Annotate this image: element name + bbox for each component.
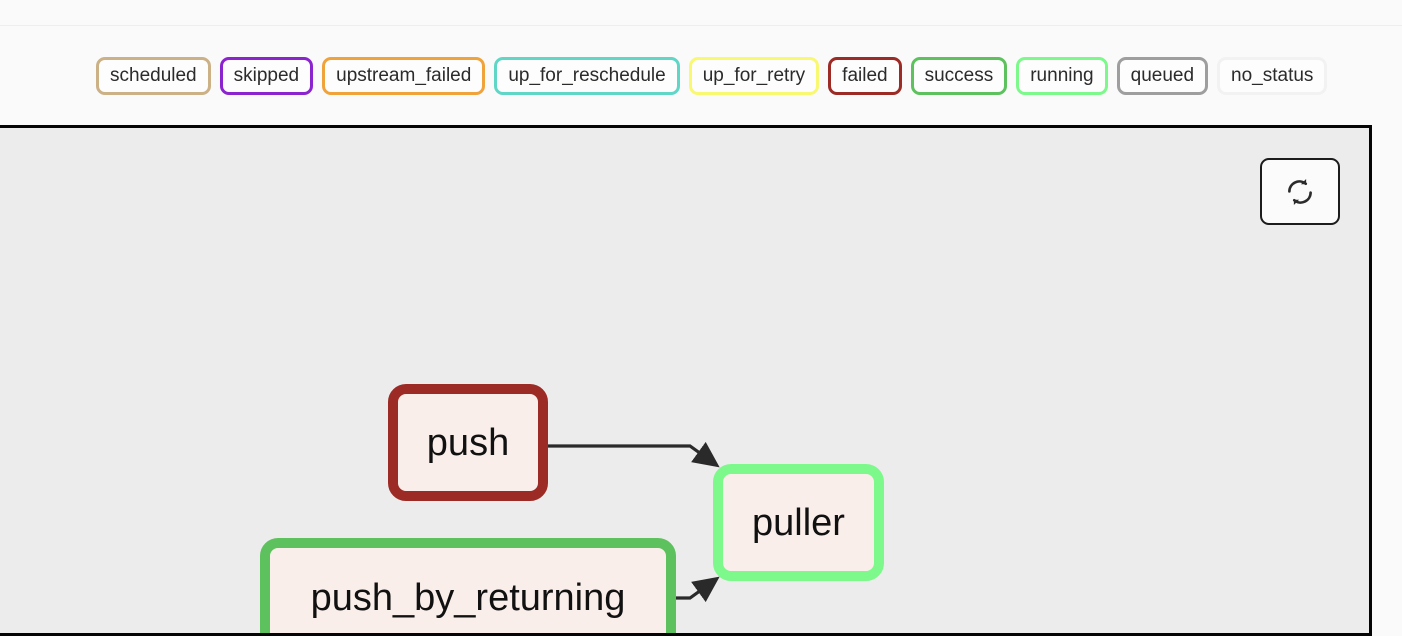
legend-pill-label: up_for_reschedule — [508, 65, 666, 86]
legend-pill-label: up_for_retry — [702, 65, 806, 86]
legend-pill-success[interactable]: success — [910, 56, 1008, 95]
legend-pill-running[interactable]: running — [1016, 56, 1108, 95]
legend-pill-label: skipped — [233, 65, 300, 86]
legend-pill-failed[interactable]: failed — [828, 56, 902, 95]
legend-pill-label: queued — [1130, 65, 1195, 86]
header-divider — [0, 25, 1402, 26]
dag-graph-canvas[interactable]: push puller push_by_returning — [0, 125, 1372, 636]
legend-pill-label: running — [1030, 65, 1094, 86]
legend-pill-up-for-retry[interactable]: up_for_retry — [688, 56, 820, 95]
edge-push-by-returning-to-puller — [676, 576, 720, 603]
legend-pill-queued[interactable]: queued — [1116, 56, 1209, 95]
dag-edges-layer — [548, 441, 720, 603]
legend-pill-label: failed — [842, 65, 888, 86]
legend-pill-label: no_status — [1231, 65, 1314, 86]
refresh-icon — [1285, 177, 1315, 207]
dag-node-label: push — [426, 421, 510, 464]
edge-push-to-puller — [548, 441, 720, 468]
legend-pill-up-for-reschedule[interactable]: up_for_reschedule — [494, 56, 680, 95]
legend-pill-scheduled[interactable]: scheduled — [96, 56, 211, 95]
legend-pill-no-status[interactable]: no_status — [1217, 56, 1328, 95]
legend-pill-label: upstream_failed — [336, 65, 472, 86]
dag-node-label: push_by_returning — [310, 577, 626, 619]
legend-pill-label: success — [924, 65, 994, 86]
legend-pill-label: scheduled — [110, 65, 197, 86]
task-status-legend: scheduled skipped upstream_failed up_for_re… — [0, 26, 1402, 125]
dag-node-push[interactable]: push — [388, 384, 548, 501]
refresh-button[interactable] — [1260, 158, 1340, 225]
dag-node-puller[interactable]: puller — [713, 464, 884, 581]
legend-pill-upstream-failed[interactable]: upstream_failed — [322, 56, 486, 95]
dag-node-push-by-returning[interactable]: push_by_returning — [260, 538, 676, 633]
legend-pill-skipped[interactable]: skipped — [219, 56, 314, 95]
dag-node-label: puller — [752, 501, 845, 544]
